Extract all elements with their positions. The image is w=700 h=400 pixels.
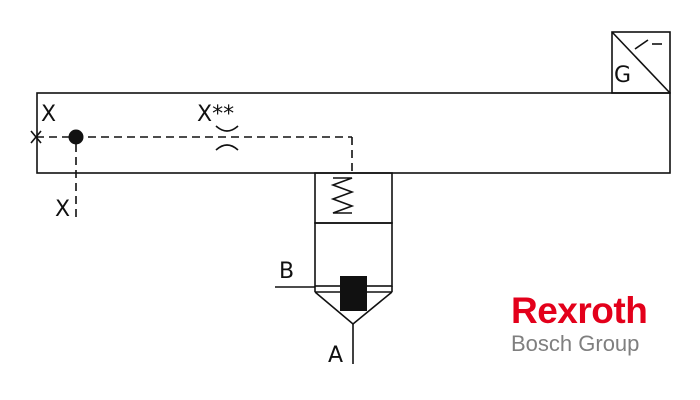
port-b-label: B [279, 259, 294, 284]
pressure-switch-symbol: G [611, 31, 671, 94]
valve-body-block [36, 92, 671, 174]
company-name: Rexroth [511, 290, 648, 331]
junction-dot [68, 129, 84, 145]
port-x-bottom-label: X [55, 197, 70, 222]
gauge-label: G [614, 63, 631, 88]
valve-cartridge [275, 172, 393, 364]
orifice-symbol: X** [197, 102, 239, 151]
valve-poppet [340, 276, 367, 311]
brand-logo: Rexroth Bosch Group [511, 290, 648, 356]
port-a-label: A [328, 343, 343, 368]
orifice-label: X** [197, 102, 234, 127]
port-x-left-label: X [41, 102, 56, 127]
pilot-line [30, 129, 353, 220]
group-name: Bosch Group [511, 331, 640, 356]
